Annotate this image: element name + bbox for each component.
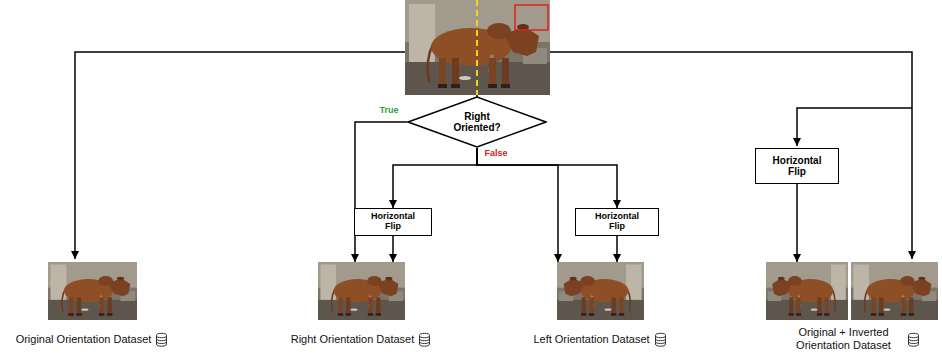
node-label: Right Oriented? xyxy=(446,111,508,133)
caption-row: Right Orientation Dataset xyxy=(291,332,432,347)
cow-thumbnail xyxy=(851,262,938,320)
dataset-caption: Original Orientation Dataset xyxy=(16,333,152,346)
highlight-box xyxy=(515,5,548,30)
database-icon xyxy=(907,332,920,347)
flow-arrow xyxy=(616,236,618,262)
dataset-output: Left Orientation Dataset xyxy=(533,262,666,347)
image-slot xyxy=(766,262,938,320)
cow-thumbnail xyxy=(318,262,405,320)
dataset-caption: Right Orientation Dataset xyxy=(291,333,415,346)
flow-arrow xyxy=(477,148,617,208)
process-box: Horizontal Flip xyxy=(755,148,839,184)
database-icon xyxy=(654,332,667,347)
database-icon xyxy=(908,333,918,337)
flow-arrow xyxy=(392,236,394,262)
branch-label: True xyxy=(378,105,399,115)
flow-wire xyxy=(550,52,912,259)
flow-wire xyxy=(797,108,912,146)
database-icon xyxy=(655,339,665,344)
caption-row: Original Orientation Dataset xyxy=(16,332,169,347)
node-label: Horizontal Flip xyxy=(767,155,827,177)
dataset-output: Right Orientation Dataset xyxy=(291,262,432,347)
process-box: Horizontal Flip xyxy=(354,208,432,236)
diamond-outline xyxy=(408,97,546,147)
decision-diamond: Right Oriented? xyxy=(407,96,547,148)
node-label: Horizontal Flip xyxy=(363,212,423,232)
flow-arrow xyxy=(393,148,477,208)
database-icon xyxy=(418,332,431,347)
flow-arrow xyxy=(796,184,798,262)
caption-row: Original + Inverted Orientation Dataset xyxy=(785,326,920,352)
caption-row: Left Orientation Dataset xyxy=(533,332,666,347)
database-icon xyxy=(420,339,430,344)
dataset-output: Original Orientation Dataset xyxy=(16,262,169,347)
database-icon xyxy=(155,332,168,347)
cow-thumbnail xyxy=(48,262,137,320)
database-icon xyxy=(420,333,430,337)
database-icon xyxy=(655,333,665,337)
node-label: Horizontal Flip xyxy=(587,212,647,232)
dataset-output: Original + Inverted Orientation Dataset xyxy=(766,262,938,352)
cow-thumbnail xyxy=(557,262,644,320)
process-box: Horizontal Flip xyxy=(575,208,659,236)
branch-label: False xyxy=(483,148,508,158)
image-slot xyxy=(557,262,644,320)
cow-thumbnail xyxy=(766,262,848,320)
dataset-caption: Original + Inverted Orientation Dataset xyxy=(785,326,903,352)
cow-photo xyxy=(405,0,550,95)
flow-arrow xyxy=(355,122,407,262)
image-slot xyxy=(47,262,136,320)
midline xyxy=(476,0,478,95)
database-icon xyxy=(157,339,167,344)
database-icon xyxy=(908,338,918,343)
dataset-caption: Left Orientation Dataset xyxy=(533,333,649,346)
database-icon xyxy=(157,333,167,337)
image-slot xyxy=(317,262,404,320)
